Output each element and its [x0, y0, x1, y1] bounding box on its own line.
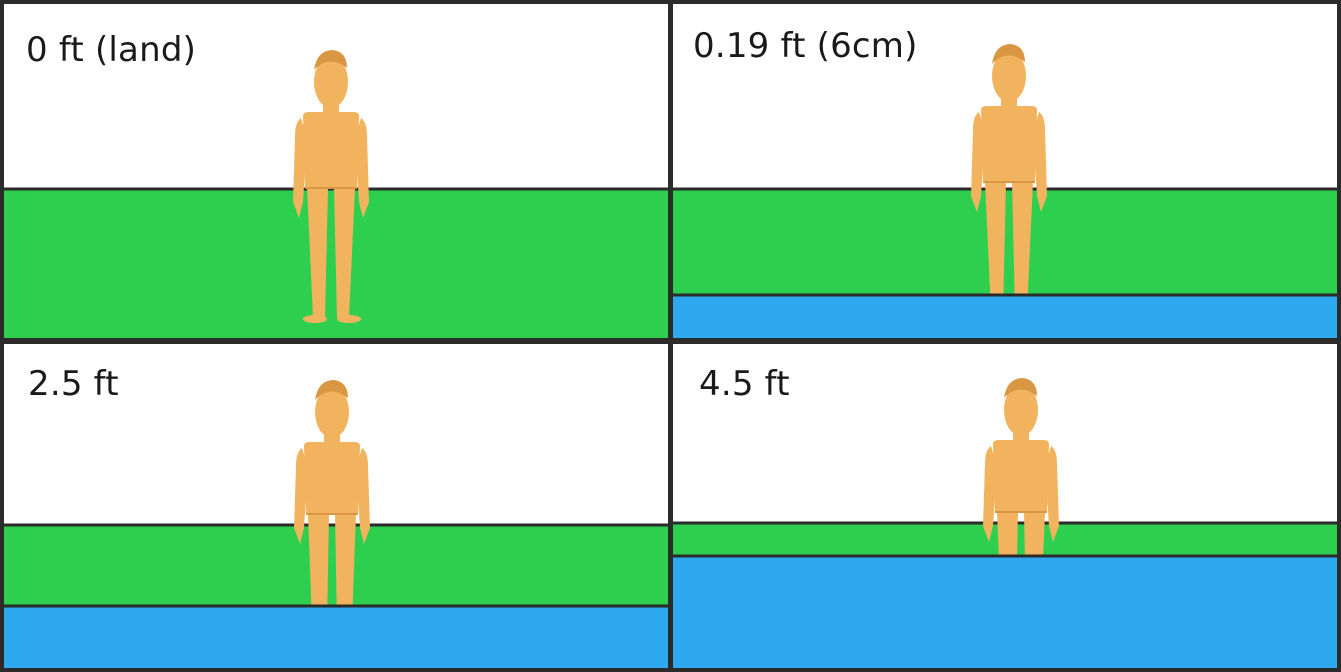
water-band	[673, 556, 1337, 668]
panel-chest: 4.5 ft	[673, 344, 1337, 668]
water-band	[4, 606, 668, 668]
panel-shallow-label: 0.19 ft (6cm)	[693, 26, 918, 66]
panel-land: 0 ft (land)	[4, 4, 668, 338]
panel-land-label: 0 ft (land)	[26, 30, 197, 70]
person-figure	[983, 378, 1059, 560]
panel-shallow: 0.19 ft (6cm)	[673, 4, 1337, 338]
panel-land-scene	[4, 50, 668, 338]
person-figure	[294, 380, 370, 622]
water-band	[673, 295, 1337, 338]
panel-waist-label: 2.5 ft	[28, 364, 119, 404]
panel-shallow-scene	[673, 44, 1337, 338]
panel-waist: 2.5 ft	[4, 344, 668, 668]
person-figure	[293, 50, 369, 323]
panel-chest-label: 4.5 ft	[699, 364, 790, 404]
person-figure	[971, 44, 1047, 312]
panel-waist-scene	[4, 380, 668, 668]
panel-chest-scene	[673, 378, 1337, 668]
